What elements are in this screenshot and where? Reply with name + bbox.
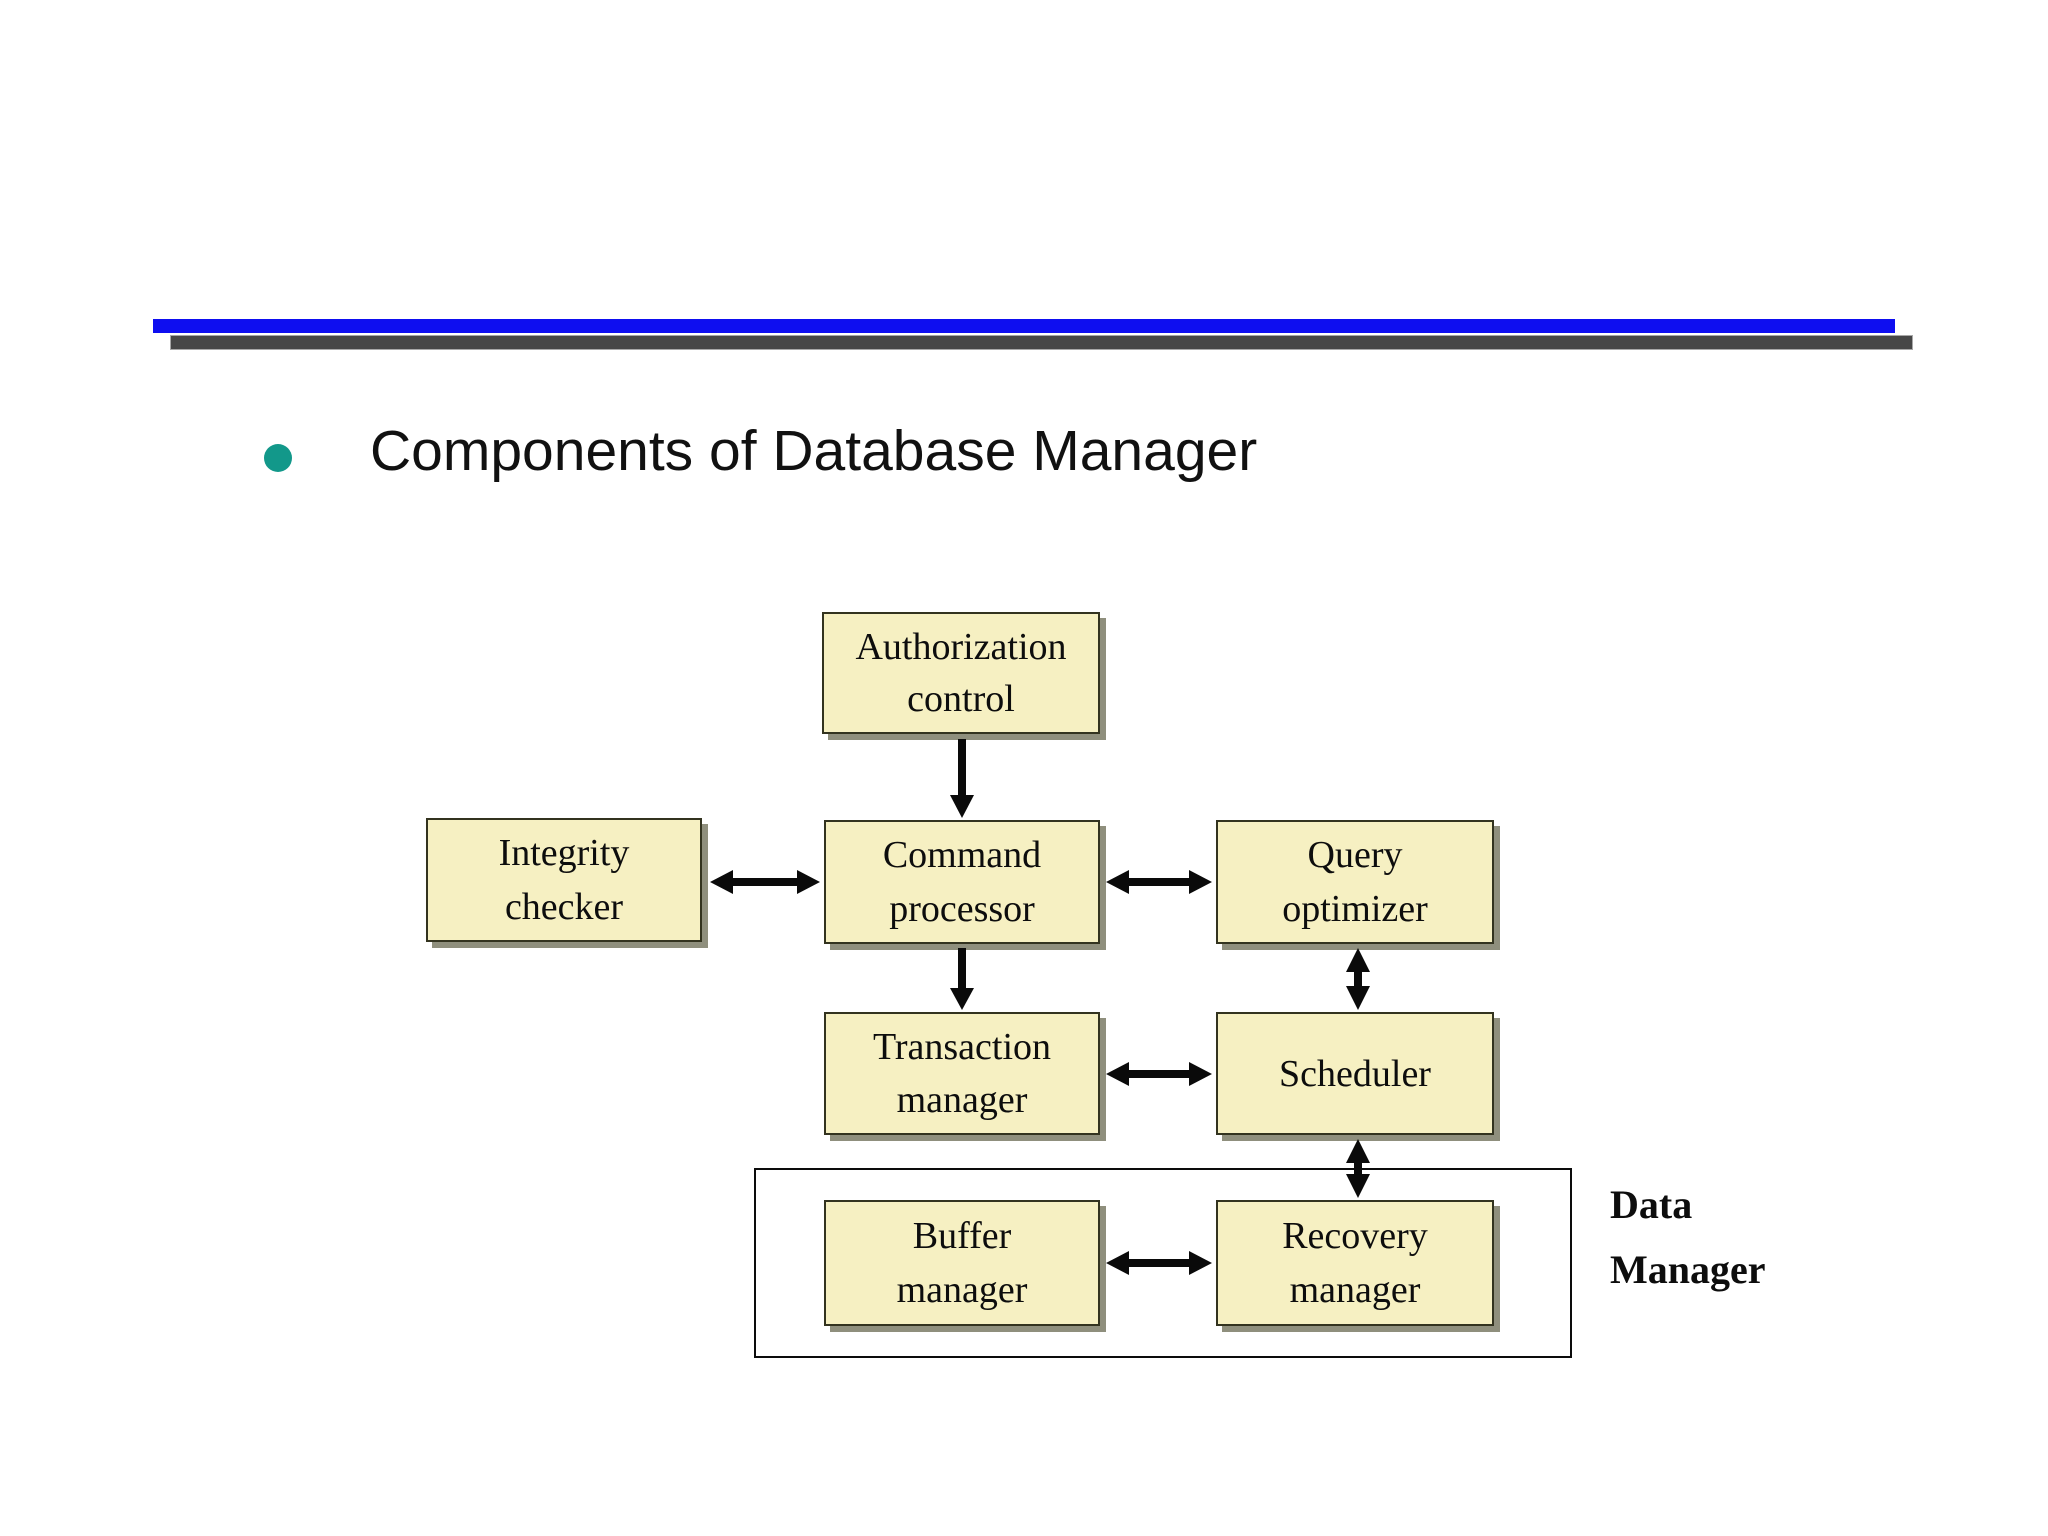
box-transaction-manager: Transaction manager: [824, 1012, 1100, 1135]
header-rule-gray: [170, 335, 1913, 350]
bullet-icon: [264, 444, 292, 472]
arrow-head: [950, 988, 974, 1010]
data-manager-group-outline: [754, 1168, 1572, 1358]
box-buffer-manager: Buffer manager: [824, 1200, 1100, 1326]
arrow-head: [1189, 1062, 1212, 1086]
arrow-command-query-bidirectional: [1106, 870, 1212, 894]
arrow-integrity-command-bidirectional: [710, 870, 820, 894]
page-title: Components of Database Manager: [370, 419, 1258, 483]
arrow-head: [1106, 870, 1129, 894]
box-command-processor: Command processor: [824, 820, 1100, 944]
arrow-head: [797, 870, 820, 894]
data-manager-label: Data Manager: [1610, 1172, 1766, 1302]
arrow-authorization-to-command: [950, 739, 974, 818]
arrow-query-scheduler-bidirectional: [1346, 948, 1370, 1010]
arrow-head: [950, 795, 974, 818]
box-label-line: Query: [1307, 834, 1403, 877]
box-scheduler: Scheduler: [1216, 1012, 1494, 1135]
box-label-line: manager: [896, 1079, 1028, 1121]
box-label-line: Scheduler: [1279, 1052, 1431, 1095]
box-label-line: checker: [504, 885, 624, 928]
box-label-line: manager: [896, 1269, 1028, 1311]
box-integrity-checker: Integrity checker: [426, 818, 702, 942]
box-label-line: Transaction: [872, 1026, 1052, 1068]
box-label-line: optimizer: [1282, 887, 1428, 930]
box-label-line: Recovery: [1282, 1215, 1428, 1257]
box-recovery-manager: Recovery manager: [1216, 1200, 1494, 1326]
box-label-line: control: [907, 678, 1015, 721]
arrow-head: [1346, 1139, 1370, 1163]
arrow-head: [710, 870, 733, 894]
box-label-line: manager: [1289, 1269, 1421, 1311]
box-label-line: Command: [882, 834, 1042, 877]
box-label-line: Buffer: [912, 1215, 1012, 1257]
data-manager-label-line: Data: [1610, 1182, 1693, 1227]
header-rule-blue: [153, 319, 1895, 333]
arrow-head: [1346, 948, 1370, 972]
box-query-optimizer: Query optimizer: [1216, 820, 1494, 944]
box-label-line: Integrity: [498, 832, 630, 875]
data-manager-label-line: Manager: [1610, 1247, 1766, 1292]
box-authorization-control: Authorization control: [822, 612, 1100, 734]
box-label-line: processor: [889, 887, 1035, 930]
arrow-command-to-transaction: [950, 948, 974, 1010]
arrow-head: [1189, 870, 1212, 894]
arrow-head: [1106, 1062, 1129, 1086]
arrow-transaction-scheduler-bidirectional: [1106, 1062, 1212, 1086]
box-label-line: Authorization: [855, 625, 1067, 668]
arrow-head: [1346, 986, 1370, 1010]
